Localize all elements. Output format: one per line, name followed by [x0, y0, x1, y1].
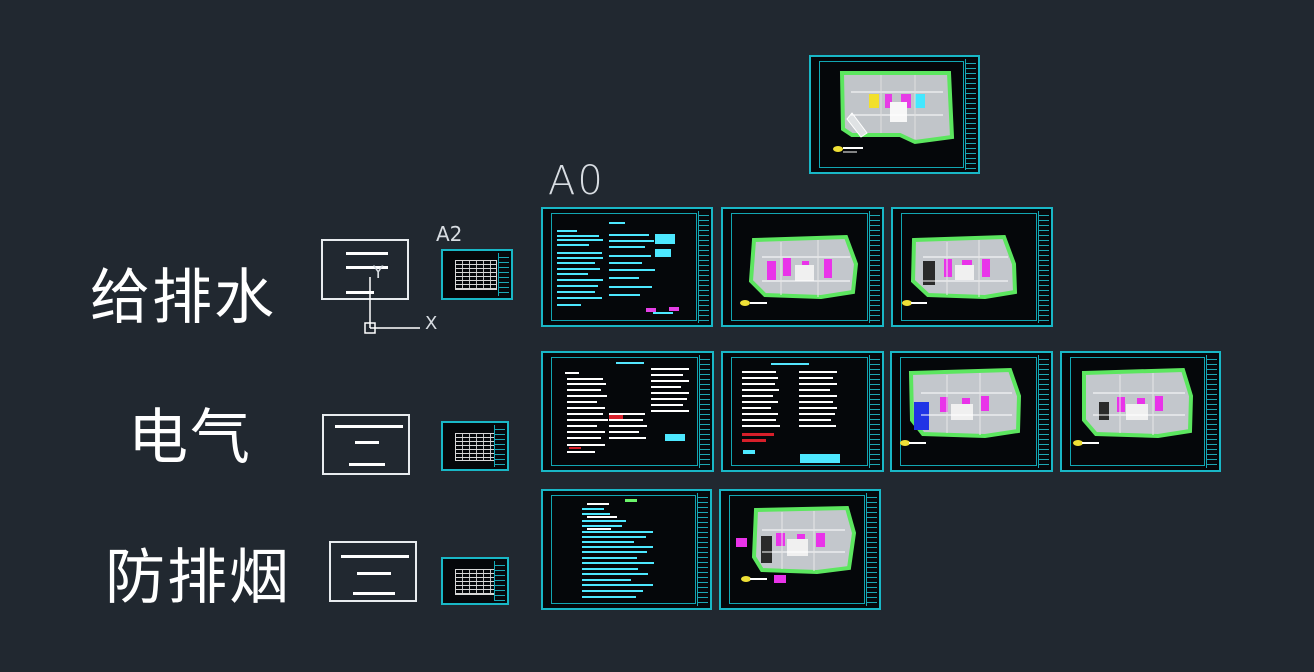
smoke-notes-sheet[interactable] [541, 489, 712, 610]
electrical-plan-sheet-1[interactable] [890, 351, 1053, 472]
water-plan-sheet-1[interactable] [721, 207, 884, 327]
title-block [869, 355, 880, 468]
title-block [1038, 355, 1049, 468]
floor-plan-drawing [833, 71, 955, 153]
ucs-axis-icon [364, 277, 420, 334]
a2-sheet-smoke[interactable] [441, 557, 509, 605]
table-symbol-icon[interactable] [322, 414, 410, 475]
equipment-table-icon [455, 433, 495, 461]
electrical-floor-plan [900, 367, 1022, 446]
a2-sheet-water[interactable] [441, 249, 513, 300]
ucs-x-label: X [425, 313, 438, 334]
electrical-floor-plan [1073, 367, 1194, 446]
title-block [699, 355, 710, 468]
title-block [869, 211, 880, 323]
notes-drawing [742, 363, 840, 463]
top-plan-sheet[interactable] [809, 55, 980, 174]
smoke-plan-sheet[interactable] [719, 489, 881, 610]
row-label-smoke-exhaust: 防排烟 [105, 543, 291, 613]
title-block [494, 561, 505, 601]
title-block [965, 59, 976, 170]
title-block [697, 493, 708, 606]
electrical-notes-sheet-2[interactable] [721, 351, 884, 472]
row-label-electrical: 电气 [128, 403, 252, 473]
title-block [698, 211, 709, 323]
row-label-water-supply: 给排水 [90, 263, 276, 333]
water-plan-sheet-2[interactable] [891, 207, 1053, 327]
a2-sheet-electrical[interactable] [441, 421, 509, 471]
table-symbol-icon[interactable] [321, 239, 409, 300]
notes-drawing [582, 499, 654, 598]
equipment-table-icon [455, 260, 497, 290]
electrical-plan-sheet-2[interactable] [1060, 351, 1221, 472]
table-symbol-icon[interactable] [329, 541, 417, 602]
smoke-floor-plan [736, 505, 857, 583]
size-label-a0: A0 [548, 158, 605, 204]
ucs-y-label: Y [373, 263, 384, 283]
title-block [494, 425, 505, 467]
notes-drawing [565, 362, 689, 453]
plumbing-floor-plan [902, 234, 1018, 306]
title-block [1038, 211, 1049, 323]
notes-drawing [557, 222, 679, 314]
water-notes-sheet[interactable] [541, 207, 713, 327]
equipment-table-icon [455, 569, 495, 595]
size-label-a2: A2 [436, 222, 463, 246]
electrical-notes-sheet-1[interactable] [541, 351, 714, 472]
plumbing-floor-plan [740, 234, 859, 306]
title-block [1206, 355, 1217, 468]
title-block [498, 253, 509, 296]
title-block [866, 493, 877, 606]
